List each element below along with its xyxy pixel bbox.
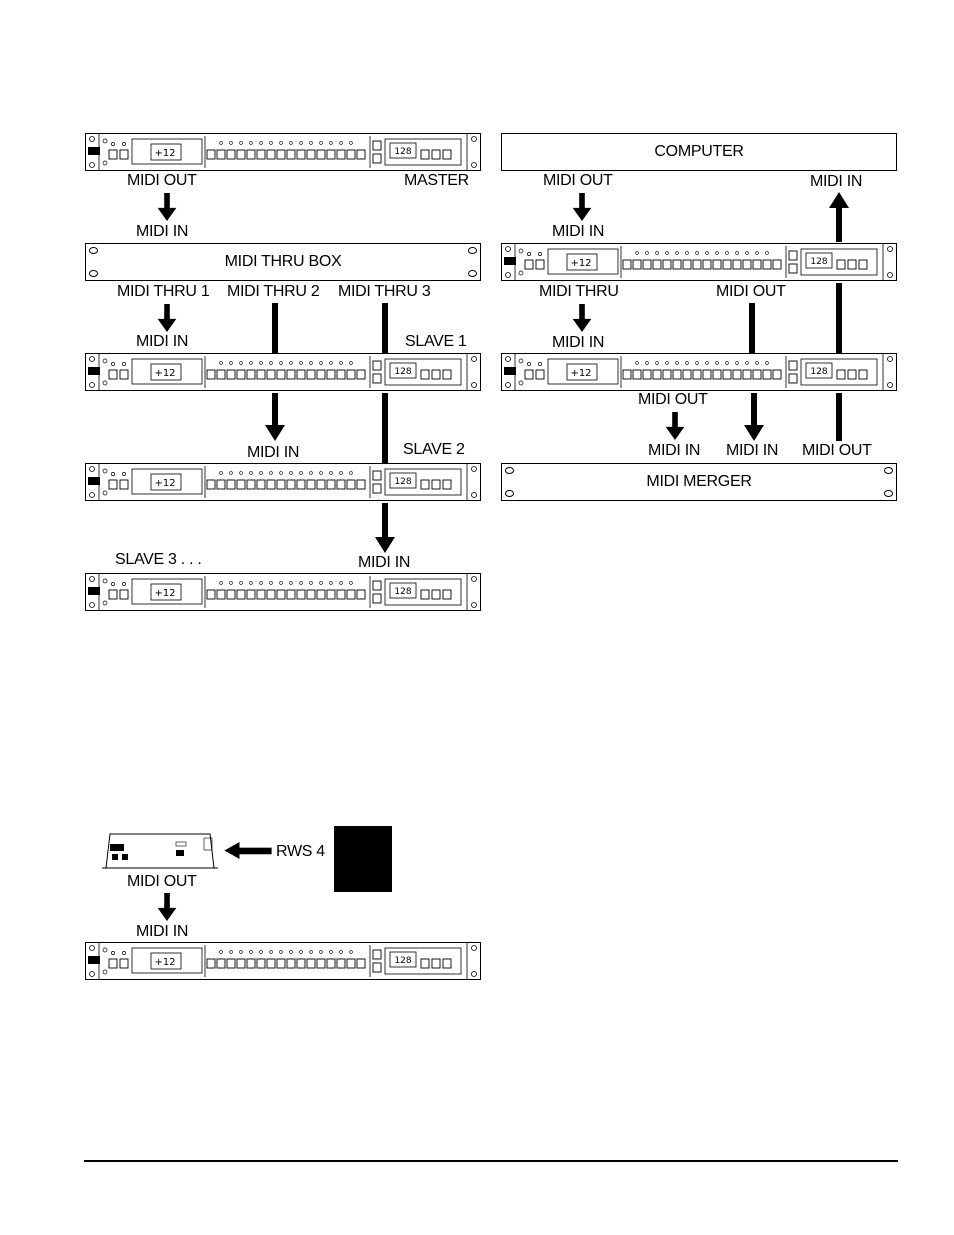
thru-3-line-continued — [382, 393, 388, 463]
midi-thru-1-label: MIDI THRU 1 — [117, 283, 210, 300]
slave-3-rack-unit — [85, 573, 481, 611]
computer-title: COMPUTER — [654, 143, 744, 160]
arrow-left-icon — [224, 842, 272, 859]
right-second-midi-in-label: MIDI IN — [552, 334, 605, 351]
midi-merger-box: MIDI MERGER — [501, 463, 897, 501]
right-top-rack-unit — [501, 243, 897, 281]
arrow-down-icon — [157, 893, 177, 921]
arrow-down-icon — [265, 393, 285, 441]
computer-midi-in-label: MIDI IN — [810, 173, 863, 190]
midi-thru-box: MIDI THRU BOX — [85, 243, 481, 281]
right-midi-thru-label: MIDI THRU — [539, 283, 619, 300]
slave-2-rack-unit — [85, 463, 481, 501]
right-mid-line — [749, 303, 755, 353]
midi-thru-box-title: MIDI THRU BOX — [224, 253, 342, 270]
right-top-midi-in-label: MIDI IN — [552, 223, 605, 240]
merger-midi-out-label: MIDI OUT — [802, 442, 872, 459]
arrow-down-icon — [572, 193, 592, 221]
slave-1-label: SLAVE 1 — [405, 333, 467, 350]
slave2-midi-in-label: MIDI IN — [247, 444, 300, 461]
right-out-line — [836, 283, 842, 353]
rws4-device — [102, 833, 218, 869]
arrow-down-icon — [744, 393, 764, 441]
thru-2-line — [272, 303, 278, 353]
arrow-down-icon — [157, 304, 177, 332]
midi-merger-title: MIDI MERGER — [646, 473, 752, 490]
master-label: MASTER — [404, 172, 469, 189]
footer-rule — [84, 1160, 898, 1162]
bottom-midi-in-label: MIDI IN — [136, 923, 189, 940]
arrow-down-icon — [375, 503, 395, 553]
computer-box: COMPUTER — [501, 133, 897, 171]
slave-3-label: SLAVE 3 . . . — [115, 551, 202, 568]
thru-3-line — [382, 303, 388, 353]
redacted-block — [334, 826, 392, 892]
merger-midi-in-1-label: MIDI IN — [648, 442, 701, 459]
merger-midi-in-2-label: MIDI IN — [726, 442, 779, 459]
slave1-midi-in-label: MIDI IN — [136, 333, 189, 350]
bottom-rack-unit — [85, 942, 481, 980]
rws4-label: RWS 4 — [276, 843, 325, 860]
master-midi-out-label: MIDI OUT — [127, 172, 197, 189]
right-merger-out-line — [836, 393, 842, 441]
midi-thru-3-label: MIDI THRU 3 — [338, 283, 431, 300]
midi-thru-2-label: MIDI THRU 2 — [227, 283, 320, 300]
thru-box-midi-in-label: MIDI IN — [136, 223, 189, 240]
arrow-down-icon — [665, 412, 685, 440]
computer-midi-out-label: MIDI OUT — [543, 172, 613, 189]
slave-1-rack-unit — [85, 353, 481, 391]
slave-2-label: SLAVE 2 — [403, 441, 465, 458]
right-second-midi-out-label: MIDI OUT — [638, 391, 708, 408]
arrow-down-icon — [157, 193, 177, 221]
slave3-midi-in-label: MIDI IN — [358, 554, 411, 571]
right-midi-out-label: MIDI OUT — [716, 283, 786, 300]
arrow-up-icon — [829, 192, 849, 242]
rws4-midi-out-label: MIDI OUT — [127, 873, 197, 890]
arrow-down-icon — [572, 304, 592, 332]
master-rack-unit — [85, 133, 481, 171]
right-second-rack-unit — [501, 353, 897, 391]
